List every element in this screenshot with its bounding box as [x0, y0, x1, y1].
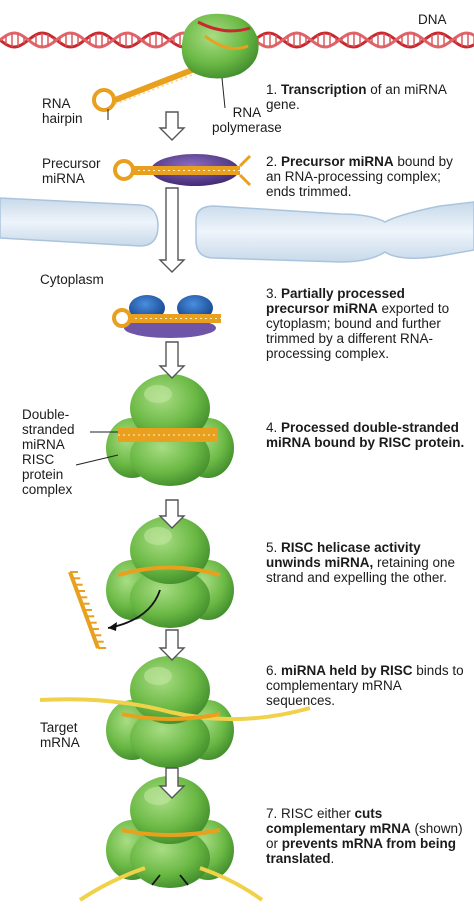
step-2-description: 2. Precursor miRNA bound by an RNA-proce…: [266, 154, 453, 199]
down-arrow-3: [158, 341, 186, 379]
down-arrow-6: [158, 767, 186, 799]
cytoplasm-label: Cytoplasm: [40, 272, 104, 287]
risc-protein-complex-label: RISC protein complex: [22, 452, 73, 497]
double-stranded-mirna-label: Double- stranded miRNA: [22, 407, 75, 452]
expelled-mirna-strand: [68, 571, 161, 649]
down-arrow-1: [158, 111, 186, 141]
cut-mrna-fragments: [78, 828, 264, 902]
step-6-description: 6. miRNA held by RISC binds to complemen…: [266, 663, 464, 708]
dna-label: DNA: [418, 12, 447, 27]
rna-polymerase-label: RNA polymerase: [212, 105, 282, 135]
down-arrow-5: [158, 629, 186, 661]
step-3-description: 3. Partially processed precursor miRNA e…: [266, 286, 450, 361]
double-stranded-mirna: [90, 428, 218, 442]
step-4-description: 4. Processed double-stranded miRNA bound…: [266, 420, 465, 450]
rna-hairpin: [92, 62, 207, 112]
rna-polymerase: [181, 13, 259, 79]
precursor-mirna-label: Precursor miRNA: [42, 156, 101, 186]
down-arrow-2: [158, 187, 186, 273]
target-mrna-label: Target mRNA: [40, 720, 80, 750]
step-1-description: 1. Transcription of an miRNA gene.: [266, 82, 447, 112]
step-arrows: [158, 111, 186, 799]
step-7-description: 7. RISC either cuts complementary mRNA (…: [266, 806, 463, 866]
nuclear-membrane: [0, 197, 474, 263]
blue-processing-complex: [112, 295, 221, 338]
target-mrna-step6: [39, 697, 311, 722]
down-arrow-4: [158, 499, 186, 529]
step-5-description: 5. RISC helicase activity unwinds miRNA,…: [266, 540, 456, 585]
retained-mirna-strand: [117, 565, 221, 577]
precursor-mirna-complex: [113, 154, 252, 187]
rna-hairpin-label: RNA hairpin: [42, 96, 83, 126]
leader-lines: [75, 77, 226, 466]
